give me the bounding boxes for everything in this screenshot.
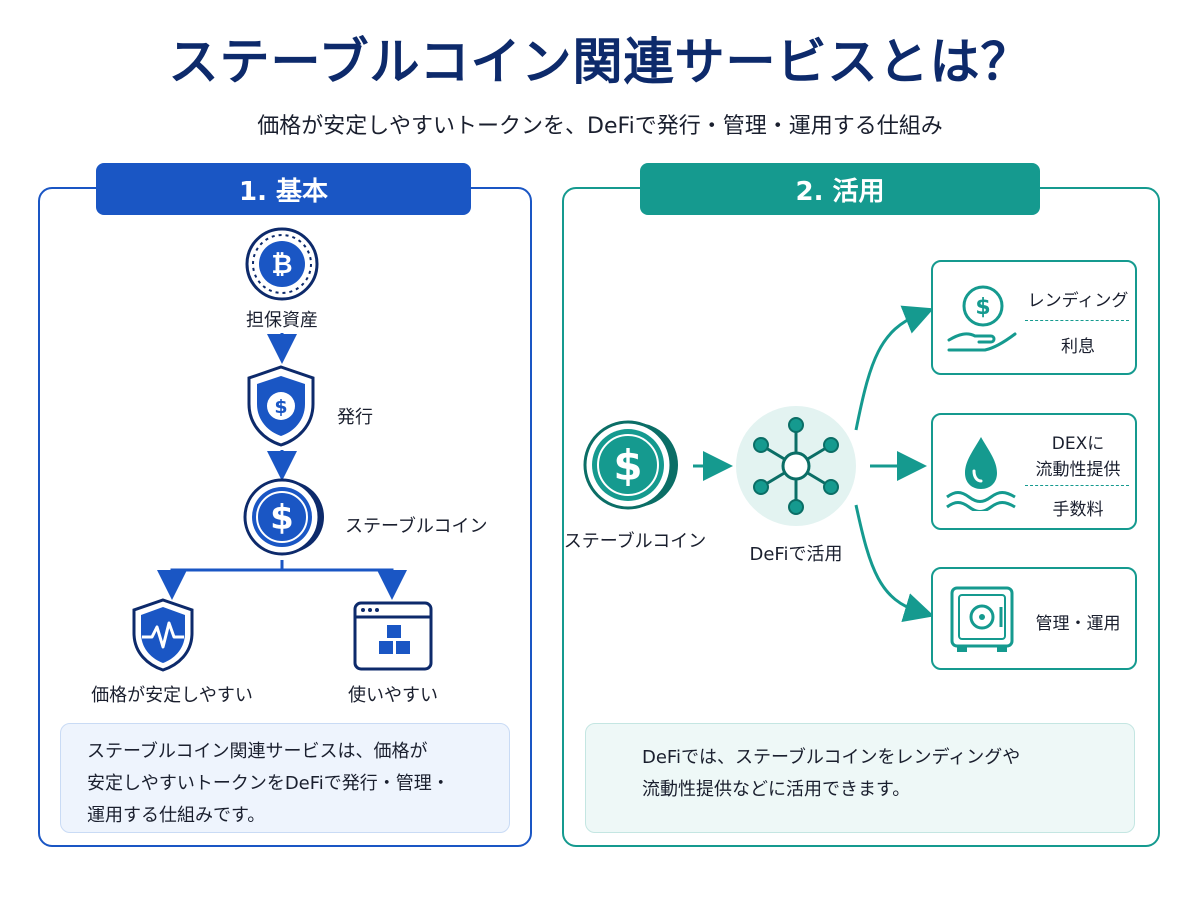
hand-dollar-icon: $ <box>947 285 1017 352</box>
usage-heading: 2. 活用 <box>640 163 1040 215</box>
split-connector <box>157 560 284 600</box>
arrow-defi-to-lending <box>854 305 934 431</box>
basics-note: ステーブルコイン関連サービスは、価格が 安定しやすいトークンをDeFiで発行・管… <box>60 723 510 833</box>
bitcoin-coin-icon: ₿ <box>245 227 319 301</box>
liquidity-divider <box>1025 485 1129 486</box>
browser-blocks-icon <box>353 601 433 671</box>
network-hub-icon <box>736 406 856 526</box>
usage-stablecoin-label: ステーブルコイン <box>563 531 707 552</box>
manage-title: 管理・運用 <box>1035 614 1121 634</box>
lending-sub: 利息 <box>1061 337 1095 357</box>
svg-text:₿: ₿ <box>271 250 292 280</box>
teal-dollar-coin-icon: $ <box>583 420 678 510</box>
usage-note-line: DeFiでは、ステーブルコインをレンディングや <box>642 747 1021 768</box>
basics-note-line: 運用する仕組みです。 <box>87 805 266 826</box>
shield-dollar-icon: $ <box>247 365 315 447</box>
lending-card: $ レンディング 利息 <box>931 260 1137 375</box>
stable-price-label: 価格が安定しやすい <box>91 685 253 706</box>
svg-text:$: $ <box>274 396 287 418</box>
liquidity-card: DEXに 流動性提供 手数料 <box>931 413 1137 530</box>
lending-divider <box>1025 320 1129 321</box>
easy-use-label: 使いやすい <box>348 685 438 706</box>
lending-title: レンディング <box>1027 291 1129 311</box>
svg-text:$: $ <box>270 498 294 538</box>
arrow-defi-to-manage <box>854 504 935 623</box>
liquidity-title-line1: DEXに <box>1051 434 1105 454</box>
stablecoin-label: ステーブルコイン <box>345 516 488 537</box>
issue-label: 発行 <box>337 407 373 428</box>
basics-note-line: ステーブルコイン関連サービスは、価格が <box>87 741 428 762</box>
dollar-coin-icon: $ <box>243 478 324 556</box>
svg-text:$: $ <box>613 441 642 490</box>
basics-note-line: 安定しやすいトークンをDeFiで発行・管理・ <box>87 773 450 794</box>
svg-text:$: $ <box>975 295 990 320</box>
collateral-label: 担保資産 <box>246 310 318 331</box>
usage-note-line: 流動性提供などに活用できます。 <box>642 779 911 800</box>
basics-heading: 1. 基本 <box>96 163 471 215</box>
shield-pulse-icon <box>132 598 194 672</box>
usage-note: DeFiでは、ステーブルコインをレンディングや 流動性提供などに活用できます。 <box>585 723 1135 833</box>
safe-icon <box>950 586 1014 652</box>
water-drop-icon <box>946 437 1016 511</box>
liquidity-sub: 手数料 <box>1052 500 1104 520</box>
page-title: ステーブルコイン関連サービスとは？ <box>168 33 1032 91</box>
liquidity-title-line2: 流動性提供 <box>1035 460 1121 480</box>
defi-label: DeFiで活用 <box>749 544 843 565</box>
page-subtitle: 価格が安定しやすいトークンを、DeFiで発行・管理・運用する仕組み <box>257 114 943 139</box>
manage-card: 管理・運用 <box>931 567 1137 670</box>
